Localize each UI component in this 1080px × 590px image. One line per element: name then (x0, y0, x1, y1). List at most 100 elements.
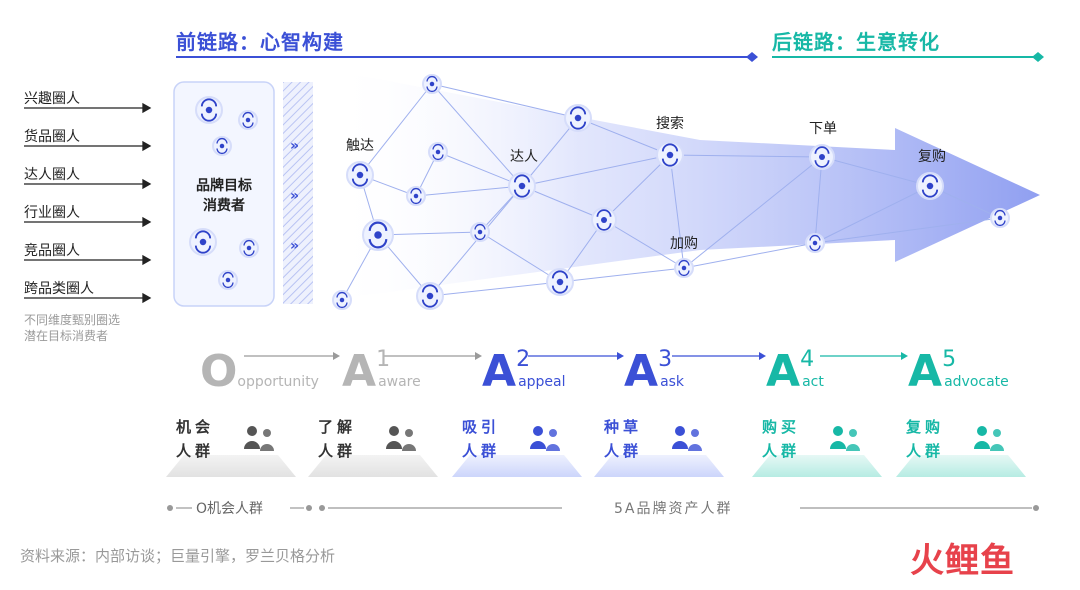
audience-group: 吸引人群 (452, 415, 582, 477)
user-node-icon (656, 141, 684, 169)
source-footnote: 资料来源：内部访谈；巨量引擎，罗兰贝格分析 (20, 547, 336, 565)
filter-bar (283, 82, 313, 304)
label-influencer: 达人 (510, 149, 538, 165)
network-edges (341, 83, 1001, 301)
stage-number: 3 (658, 347, 673, 372)
group-base (896, 455, 1026, 477)
user-node-icon (428, 142, 448, 162)
stage-letter: A (624, 346, 659, 397)
label-search: 搜索 (656, 116, 684, 132)
stage-name: ask (660, 374, 685, 390)
svg-text:»: » (290, 238, 299, 254)
svg-text:»: » (290, 138, 299, 154)
stage-letter: A (766, 346, 801, 397)
stage-letter: A (482, 346, 517, 397)
user-node-icon (212, 136, 232, 156)
user-node-icon (218, 270, 238, 290)
source-influencer: 达人圈人 (24, 167, 80, 183)
group-label: 机会人群 (176, 418, 215, 460)
label-order: 下单 (809, 121, 837, 137)
user-node-icon (508, 172, 536, 200)
stage-name: opportunity (237, 374, 319, 390)
source-industry: 行业圈人 (24, 205, 80, 221)
audience-group: 复购人群 (896, 415, 1026, 477)
source-interest: 兴趣圈人 (24, 91, 80, 107)
user-node-icon (470, 222, 490, 242)
stage-opportunity: Oopportunity (200, 350, 319, 404)
user-node-icon (406, 186, 426, 206)
chevrons: » » » (290, 138, 299, 254)
group-label: 复购人群 (906, 418, 945, 460)
group-people-icon (974, 426, 1004, 451)
user-node-icon (346, 161, 374, 189)
user-node-icon (238, 110, 258, 130)
source-product: 货品圈人 (24, 129, 80, 145)
stage-number: 1 (376, 347, 391, 372)
stage-appeal: A2 appeal (482, 347, 566, 404)
back-chain-title: 后链路：生意转化 (772, 30, 940, 54)
user-node-icon (674, 258, 694, 278)
audience-group: 机会人群 (166, 415, 296, 477)
user-node-icon (195, 96, 223, 124)
source-cross-category: 跨品类圈人 (24, 281, 94, 297)
stage-name: appeal (518, 374, 566, 390)
stage-aware: A1 aware (342, 347, 421, 404)
source-arrows (24, 102, 152, 304)
group-label: 了解人群 (318, 418, 357, 460)
o-group-label: O机会人群 (196, 501, 264, 517)
stage-name: advocate (944, 374, 1009, 390)
svg-text:»: » (290, 188, 299, 204)
user-node-icon (189, 228, 217, 256)
audience-group: 种草人群 (594, 415, 724, 477)
stage-name: aware (378, 374, 421, 390)
target-consumer-label: 品牌目标 消费者 (196, 178, 252, 214)
stage-act: A4 act (766, 347, 824, 404)
logo: 火鲤鱼 (910, 541, 1015, 581)
group-label: 吸引人群 (462, 418, 501, 460)
group-people-icon (672, 426, 702, 451)
source-competitor: 竞品圈人 (24, 243, 80, 259)
user-node-icon (239, 238, 259, 258)
front-chain-title: 前链路：心智构建 (176, 30, 344, 54)
label-add-cart: 加购 (670, 236, 698, 252)
front-chain-diamond (746, 52, 758, 62)
user-node-icon (809, 144, 835, 170)
bottom-rule (167, 505, 1039, 511)
group-people-icon (530, 426, 560, 451)
stage-arrows (244, 352, 908, 360)
user-node-icon (332, 290, 352, 310)
stage-number: 5 (942, 347, 957, 372)
user-node-icon (564, 104, 592, 132)
label-repurchase: 复购 (918, 149, 946, 165)
group-base (452, 455, 582, 477)
group-people-icon (244, 426, 274, 451)
group-people-icon (830, 426, 860, 451)
stage-number: 4 (800, 347, 815, 372)
user-node-icon (805, 233, 825, 253)
stage-name: act (802, 374, 824, 390)
stage-letter: A (342, 346, 377, 397)
user-node-icon (546, 268, 574, 296)
back-chain-diamond (1032, 52, 1044, 62)
flow-arrow (330, 70, 1040, 300)
stage-advocate: A5 advocate (908, 347, 1009, 404)
group-base (166, 455, 296, 477)
stage-number: 2 (516, 347, 531, 372)
group-base (752, 455, 882, 477)
stage-letter: O (200, 346, 238, 397)
label-reach: 触达 (346, 138, 374, 154)
group-base (594, 455, 724, 477)
groups-row: 机会人群 了解人群 吸引人群 种草人群购买人群 复购人群 (0, 415, 1080, 485)
audience-group: 购买人群 (752, 415, 882, 477)
source-note: 不同维度甄别圈选 潜在目标消费者 (24, 313, 121, 343)
user-node-icon (416, 282, 444, 310)
asset-group-label: 5A品牌资产人群 (614, 501, 733, 517)
group-people-icon (386, 426, 416, 451)
group-base (308, 455, 438, 477)
stage-letter: A (908, 346, 943, 397)
user-node-icon (422, 74, 442, 94)
group-label: 购买人群 (762, 418, 801, 460)
user-node-icon (916, 172, 944, 200)
